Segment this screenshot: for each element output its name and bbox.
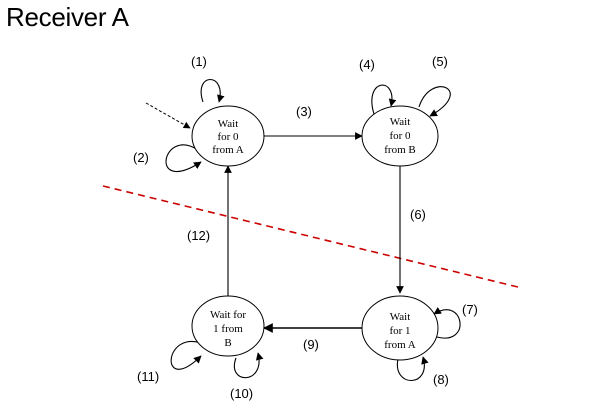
svg-text:Wait: Wait — [390, 116, 411, 128]
label-12: (12) — [187, 228, 210, 243]
svg-text:for 0: for 0 — [217, 131, 239, 143]
label-9: (9) — [303, 337, 319, 352]
self-loop-8 — [396, 356, 429, 381]
state-wait-0-from-a: Wait for 0 from A — [191, 105, 265, 167]
svg-text:from A: from A — [212, 144, 244, 156]
label-5: (5) — [432, 54, 448, 69]
label-1: (1) — [191, 54, 207, 69]
label-8: (8) — [433, 372, 449, 387]
self-loop-5 — [418, 86, 451, 117]
state-wait-1-from-a: Wait for 1 from A — [361, 295, 439, 361]
self-loop-11 — [170, 340, 207, 370]
label-7: (7) — [462, 302, 478, 317]
label-3: (3) — [296, 104, 312, 119]
self-loop-4 — [371, 84, 397, 115]
self-loop-10 — [233, 352, 264, 379]
label-2: (2) — [133, 150, 149, 165]
label-11: (11) — [137, 369, 159, 384]
state-wait-0-from-b: Wait for 0 from B — [361, 105, 439, 167]
divider-line — [102, 185, 523, 289]
self-loop-1 — [200, 78, 225, 103]
svg-text:Wait for: Wait for — [210, 309, 246, 321]
svg-text:Wait: Wait — [390, 311, 411, 323]
svg-text:from A: from A — [384, 339, 416, 351]
svg-text:B: B — [224, 337, 231, 349]
self-loop-2 — [165, 144, 202, 173]
label-6: (6) — [410, 207, 426, 222]
state-wait-1-from-b: Wait for 1 from B — [191, 295, 265, 357]
label-10: (10) — [230, 386, 253, 401]
svg-text:for 1: for 1 — [389, 325, 410, 337]
svg-text:from B: from B — [384, 144, 415, 156]
self-loop-7 — [433, 307, 461, 339]
start-arrow — [145, 102, 191, 129]
svg-text:1 from: 1 from — [213, 323, 243, 335]
label-4: (4) — [359, 57, 375, 72]
svg-text:for 0: for 0 — [389, 130, 411, 142]
diagram-title: Receiver A — [6, 2, 129, 32]
svg-text:Wait: Wait — [218, 118, 239, 130]
